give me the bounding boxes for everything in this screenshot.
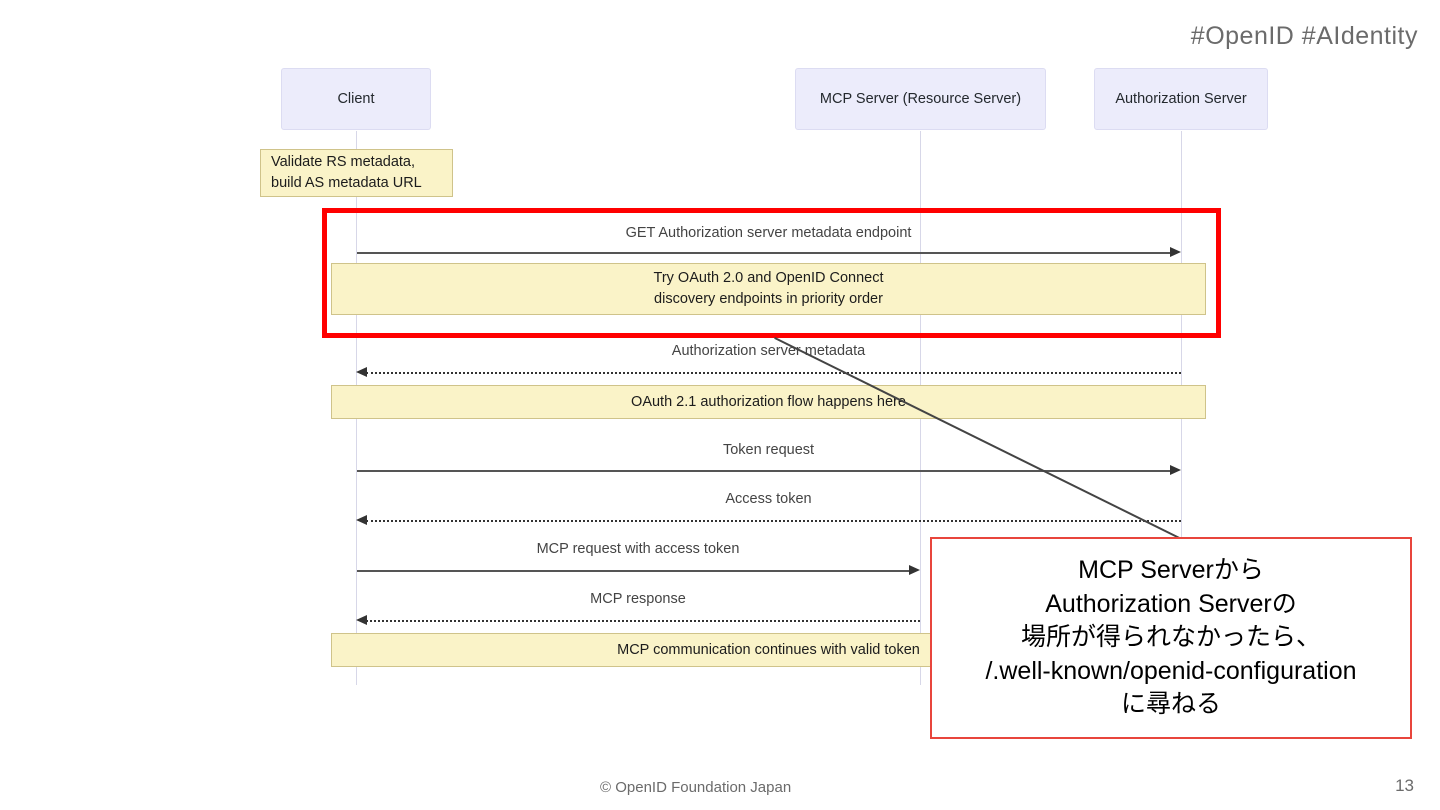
- participant-authorization-server-label: Authorization Server: [1115, 91, 1247, 107]
- participant-mcp-server[interactable]: MCP Server (Resource Server): [795, 68, 1046, 130]
- arrow-head-right-icon: [909, 565, 920, 575]
- callout-line-4: /.well-known/openid-configuration: [985, 656, 1357, 685]
- sequence-diagram: Client MCP Server (Resource Server) Auth…: [260, 68, 1412, 739]
- message-arrow-access-token: [366, 520, 1181, 522]
- callout-line-3: 場所が得られなかったら、: [1020, 623, 1321, 652]
- note-discovery-endpoints: Try OAuth 2.0 and OpenID Connect discove…: [331, 263, 1206, 315]
- message-arrow-mcp-response: [366, 620, 920, 622]
- note-oauth-flow-label: OAuth 2.1 authorization flow happens her…: [631, 393, 906, 410]
- message-arrow-as-metadata: [366, 372, 1181, 374]
- callout-line-5: に尋ねる: [1120, 690, 1221, 719]
- arrow-head-left-icon: [356, 367, 367, 377]
- footer-copyright: © OpenID Foundation Japan: [600, 779, 792, 796]
- callout-line-1: MCP Serverから: [1078, 556, 1264, 585]
- participant-authorization-server[interactable]: Authorization Server: [1094, 68, 1268, 130]
- note-validate-rs-metadata: Validate RS metadata, build AS metadata …: [260, 149, 453, 197]
- note-validate-line-1: Validate RS metadata,: [271, 154, 416, 171]
- note-mcp-continues-label: MCP communication continues with valid t…: [617, 641, 920, 658]
- message-arrow-mcp-request: [357, 570, 910, 572]
- note-oauth-flow: OAuth 2.1 authorization flow happens her…: [331, 385, 1206, 419]
- callout-box: MCP Serverから Authorization Serverの 場所が得ら…: [930, 537, 1412, 739]
- message-arrow-token-request: [357, 470, 1172, 472]
- message-label-as-metadata: Authorization server metadata: [671, 343, 866, 359]
- arrow-head-left-icon: [356, 515, 367, 525]
- note-discovery-line-1: Try OAuth 2.0 and OpenID Connect: [653, 270, 884, 287]
- arrow-head-left-icon: [356, 615, 367, 625]
- callout-line-2: Authorization Serverの: [1045, 589, 1297, 618]
- message-label-get-as-metadata: GET Authorization server metadata endpoi…: [625, 225, 912, 241]
- message-label-mcp-response: MCP response: [590, 591, 686, 607]
- arrow-head-right-icon: [1170, 247, 1181, 257]
- arrow-head-right-icon: [1170, 465, 1181, 475]
- hashtags-label: #OpenID #AIdentity: [1190, 22, 1418, 50]
- participant-client-label: Client: [337, 91, 375, 107]
- note-discovery-line-2: discovery endpoints in priority order: [654, 291, 883, 307]
- message-label-mcp-request: MCP request with access token: [536, 541, 740, 557]
- callout-leader-line: [774, 337, 1182, 540]
- page-number: 13: [1395, 776, 1414, 795]
- message-label-access-token: Access token: [725, 491, 812, 507]
- discovery-highlight-box: [322, 208, 1221, 338]
- participant-mcp-server-label: MCP Server (Resource Server): [819, 91, 1022, 107]
- participant-client[interactable]: Client: [281, 68, 431, 130]
- message-label-token-request: Token request: [722, 442, 815, 458]
- note-validate-line-2: build AS metadata URL: [271, 175, 422, 191]
- message-arrow-get-as-metadata: [357, 252, 1172, 254]
